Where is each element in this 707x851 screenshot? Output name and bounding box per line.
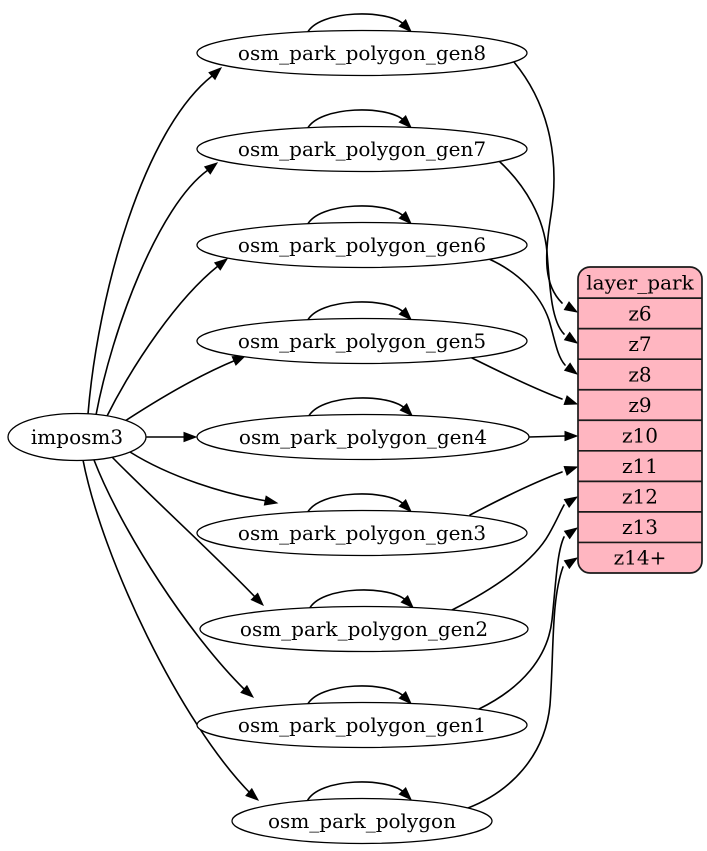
arrowhead-icon: [563, 395, 579, 406]
arrowhead-icon: [563, 301, 579, 313]
arrowhead-icon: [563, 465, 579, 476]
node-osm_park_polygon_gen2-shape: [199, 605, 529, 653]
edge-osm_park_polygon_gen1-to-z13: [478, 536, 565, 710]
self-loop-osm_park_polygon_gen1: [306, 685, 406, 706]
self-loop-osm_park_polygon: [306, 781, 406, 802]
arrowhead-icon: [400, 594, 415, 609]
self-loop-osm_park_polygon_gen8: [306, 13, 406, 34]
node-osm_park_polygon_gen8-label: osm_park_polygon_gen8: [238, 41, 486, 65]
node-osm_park_polygon_gen3-label: osm_park_polygon_gen3: [238, 521, 486, 545]
node-osm_park_polygon_gen8-shape: [196, 29, 528, 77]
arrowhead-icon: [398, 114, 413, 129]
edge-osm_park_polygon_gen8-to-z6: [513, 61, 563, 304]
layer-row-z9: z9: [628, 393, 651, 417]
edge-osm_park_polygon_gen6-to-z8: [488, 258, 566, 366]
arrowhead-icon: [240, 684, 255, 698]
node-imposm3-shape: [7, 412, 147, 462]
arrowhead-icon: [183, 431, 198, 443]
node-osm_park_polygon_gen5-shape: [196, 317, 528, 365]
arrowhead-icon: [245, 787, 260, 801]
layer-row-z12: z12: [622, 485, 658, 509]
node-osm_park_polygon_gen7-shape: [196, 125, 528, 173]
arrowhead-icon: [398, 786, 413, 801]
arrowhead-icon: [399, 402, 414, 417]
layer-row-z6: z6: [628, 301, 651, 325]
layer-row-z14+: z14+: [614, 546, 667, 570]
node-osm_park_polygon_gen1-shape: [196, 701, 528, 749]
node-osm_park_polygon_gen6-shape: [196, 221, 528, 269]
layer-row-z11: z11: [622, 454, 658, 478]
self-loop-osm_park_polygon_gen6: [306, 205, 406, 226]
edge-imposm3-to-osm_park_polygon_gen1: [93, 459, 246, 691]
edge-imposm3-to-osm_park_polygon: [82, 459, 252, 795]
arrowhead-icon: [563, 557, 579, 570]
node-osm_park_polygon_gen6-label: osm_park_polygon_gen6: [238, 233, 486, 257]
arrowhead-icon: [564, 430, 579, 442]
layer-row-z10: z10: [622, 424, 658, 448]
node-osm_park_polygon-label: osm_park_polygon: [268, 809, 456, 833]
node-imposm3-label: imposm3: [31, 425, 123, 449]
arrowhead-icon: [263, 495, 279, 506]
arrowhead-icon: [250, 592, 265, 607]
edge-imposm3-to-osm_park_polygon_gen7: [95, 169, 209, 416]
node-osm_park_polygon_gen5-label: osm_park_polygon_gen5: [238, 329, 486, 353]
edge-osm_park_polygon_gen2-to-z12: [451, 504, 565, 611]
self-loop-osm_park_polygon_gen5: [306, 301, 406, 322]
arrowhead-icon: [398, 306, 413, 321]
node-osm_park_polygon_gen3-shape: [196, 509, 528, 557]
edge-osm_park_polygon_gen5-to-z9: [469, 356, 563, 400]
node-layer_park-title: layer_park: [586, 271, 694, 295]
arrowhead-icon: [398, 210, 413, 225]
arrowhead-icon: [563, 362, 579, 375]
arrowhead-icon: [203, 162, 219, 175]
layer-row-z8: z8: [628, 362, 651, 386]
arrowhead-icon: [563, 496, 579, 508]
edge-imposm3-to-osm_park_polygon_gen3: [129, 451, 268, 502]
arrowhead-icon: [208, 67, 223, 81]
arrowhead-icon: [563, 527, 579, 540]
edge-osm_park_polygon_gen7-to-z7: [498, 160, 565, 335]
arrowhead-icon: [398, 690, 413, 705]
edge-osm_park_polygon_gen3-to-z11: [469, 471, 563, 516]
arrowhead-icon: [398, 18, 413, 33]
edge-imposm3-to-osm_park_polygon_gen5: [121, 359, 237, 424]
arrowhead-icon: [213, 258, 229, 271]
edge-osm_park_polygon_gen4-to-z10: [528, 435, 566, 438]
self-loop-osm_park_polygon_gen3: [306, 493, 406, 514]
arrowhead-icon: [563, 331, 579, 344]
edge-osm_park_polygon-to-z14+: [467, 566, 564, 809]
edge-imposm3-to-osm_park_polygon_gen8: [87, 75, 213, 415]
layer-row-z13: z13: [622, 515, 658, 539]
edge-imposm3-to-osm_park_polygon_gen6: [105, 265, 219, 419]
node-osm_park_polygon_gen7-label: osm_park_polygon_gen7: [238, 137, 486, 161]
arrowhead-icon: [398, 498, 413, 513]
arrowhead-icon: [231, 355, 247, 366]
node-osm_park_polygon_gen1-label: osm_park_polygon_gen1: [238, 713, 486, 737]
node-osm_park_polygon_gen2-label: osm_park_polygon_gen2: [240, 617, 488, 641]
node-osm_park_polygon-shape: [231, 797, 493, 845]
edge-imposm3-to-osm_park_polygon_gen2: [111, 456, 257, 599]
self-loop-osm_park_polygon_gen4: [307, 397, 407, 418]
node-osm_park_polygon_gen4-label: osm_park_polygon_gen4: [239, 425, 487, 449]
self-loop-osm_park_polygon_gen7: [306, 109, 406, 130]
self-loop-osm_park_polygon_gen2: [308, 589, 408, 610]
layer-row-z7: z7: [628, 332, 651, 356]
node-osm_park_polygon_gen4-shape: [196, 413, 530, 461]
